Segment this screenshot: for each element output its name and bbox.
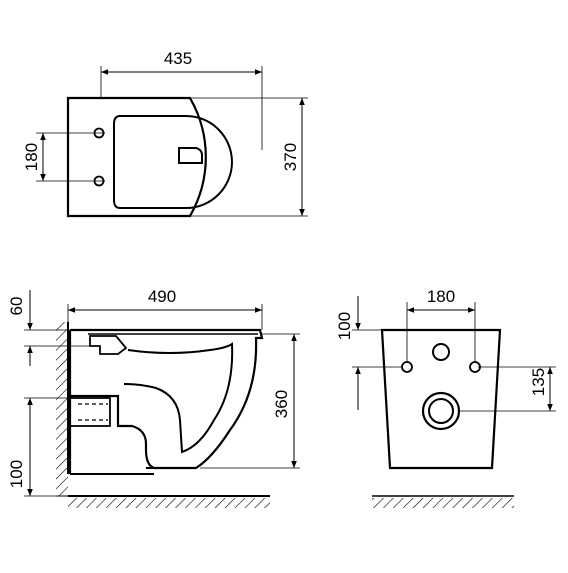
dim-label-180-top: 180 — [22, 143, 41, 171]
dim-label-135: 135 — [529, 368, 548, 396]
rear-view-outlet-outer — [421, 391, 461, 431]
rear-view-inlet-hole — [432, 343, 450, 361]
rear-view — [352, 296, 556, 508]
dim-label-180-rear: 180 — [427, 287, 455, 306]
dim-label-60: 60 — [7, 297, 26, 316]
top-view-seat-opening — [113, 115, 233, 209]
dim-label-100-side: 100 — [7, 460, 26, 488]
floor-hatch-rear — [372, 498, 514, 508]
side-view — [24, 290, 300, 508]
wall-hatch — [56, 322, 68, 496]
top-view-outline — [66, 96, 207, 218]
side-view-bowl-outline — [70, 328, 264, 470]
dim-label-100-rear: 100 — [335, 312, 354, 340]
dim-label-370: 370 — [281, 143, 300, 171]
top-view-outlet-icon — [178, 147, 203, 164]
dim-label-435: 435 — [164, 49, 192, 68]
top-view — [36, 66, 308, 218]
rear-view-bolt-hole-left — [401, 361, 413, 373]
side-view-outlet-pipe — [69, 397, 111, 427]
floor-hatch-side — [68, 498, 270, 508]
dim-label-490: 490 — [148, 287, 176, 306]
side-view-bowl-inner — [123, 342, 234, 454]
side-view-mount-bracket — [89, 335, 128, 355]
rear-view-outline — [380, 328, 502, 470]
dim-label-360: 360 — [272, 390, 291, 418]
rear-view-outlet-inner — [428, 398, 454, 424]
